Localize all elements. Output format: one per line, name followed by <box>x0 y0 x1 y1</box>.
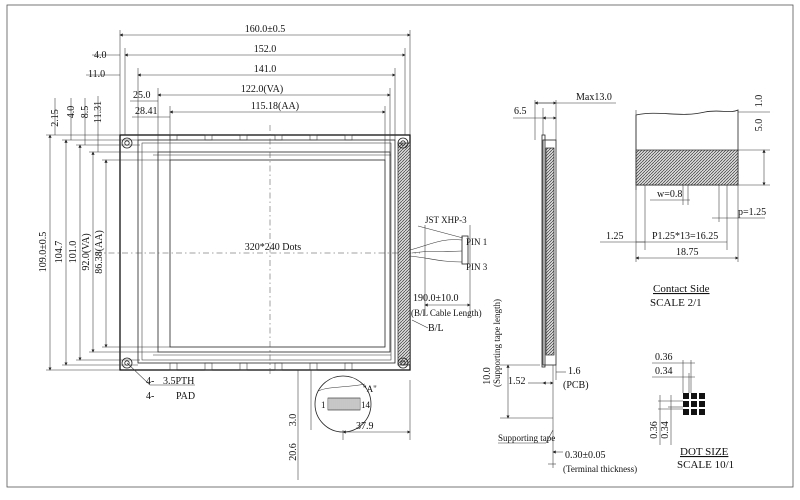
hole-leader <box>126 362 151 386</box>
mounting-hole <box>121 137 133 149</box>
top-tabs <box>169 134 353 141</box>
dot-scale: SCALE 10/1 <box>677 459 734 471</box>
contact-dim-10: 1.0 <box>754 95 765 108</box>
left-dimensions: 109.0±0.5 104.7 101.0 92.0(VA) 86.38(AA)… <box>38 96 170 371</box>
dim-aa-width: 115.18(AA) <box>251 101 299 112</box>
dim-101: 101.0 <box>68 241 79 264</box>
side-tape: Supporting tape <box>498 433 555 443</box>
contact-w: w=0.8 <box>657 189 682 200</box>
contact-dim-50: 5.0 <box>754 119 765 132</box>
dim-379: 37.9 <box>356 421 374 432</box>
side-max-thickness: Max13.0 <box>576 92 612 103</box>
dim-1047: 104.7 <box>54 241 65 264</box>
side-view: Max13.0 6.5 1.6 (PCB) 1.52 10.0 (Support… <box>482 92 637 474</box>
viewing-area <box>157 151 391 353</box>
dot-title: DOT SIZE <box>680 446 729 458</box>
contact-pitch: P1.25*13=16.25 <box>652 231 718 242</box>
backlight-strip <box>397 142 411 366</box>
page-frame <box>6 4 794 488</box>
side-dim-100: 10.0 <box>482 367 493 385</box>
front-view: 320*240 Dots 160.0±0.5 152.0 4.0 141.0 1… <box>38 24 488 480</box>
contact-side-detail: 5.0 1.0 w=0.8 p=1.25 1.25 P1.25*13=16.25… <box>600 95 770 309</box>
mounting-hole <box>397 357 409 369</box>
backlight-cable <box>409 225 471 315</box>
dim-overall-height: 109.0±0.5 <box>38 232 49 273</box>
cable-caption: (B/L Cable Length) <box>411 308 482 318</box>
contact-total: 18.75 <box>676 247 699 258</box>
contact-fingers <box>635 149 739 186</box>
dim-152: 152.0 <box>254 44 277 55</box>
top-dimensions: 160.0±0.5 152.0 4.0 141.0 11.0 122.0(VA)… <box>86 24 411 160</box>
side-dim-65: 6.5 <box>514 106 527 117</box>
dot-h1: 0.36 <box>649 421 660 439</box>
dim-40: 4.0 <box>66 106 77 119</box>
mounting-hole <box>397 137 409 149</box>
side-pcb: (PCB) <box>563 380 589 391</box>
active-area <box>169 159 386 348</box>
detail-pin-1: 1 <box>321 400 326 410</box>
side-tape-length: (Supporting tape length) <box>492 299 502 387</box>
dot-w1: 0.36 <box>655 352 673 363</box>
dim-overall-width: 160.0±0.5 <box>245 24 286 35</box>
dim-va-width: 122.0(VA) <box>241 84 283 95</box>
connector-body <box>461 235 469 265</box>
bottom-dimensions <box>297 370 411 480</box>
dim-2841: 28.41 <box>135 106 158 117</box>
side-terminal: 0.30±0.05 <box>565 450 606 461</box>
dot-w2: 0.34 <box>655 366 673 377</box>
bezel-outline <box>137 139 396 364</box>
hole-spec-2: PAD <box>176 391 195 402</box>
hole-qty-2: 4- <box>146 391 154 402</box>
connector-label: JST XHP-3 <box>425 215 467 225</box>
dim-141: 141.0 <box>254 64 277 75</box>
dim-85: 8.5 <box>80 106 91 119</box>
hole-spec-1: 3.5PTH <box>163 376 194 387</box>
dot-h2: 0.34 <box>660 421 671 439</box>
dim-25: 25.0 <box>133 90 151 101</box>
dim-30: 3.0 <box>288 414 299 427</box>
dim-va-height: 92.0(VA) <box>81 233 92 270</box>
detail-pin-14: 14 <box>361 400 371 410</box>
dim-206: 20.6 <box>288 443 299 461</box>
center-label: 320*240 Dots <box>245 242 302 253</box>
side-dim-152: 1.52 <box>508 376 526 387</box>
contact-p: p=1.25 <box>738 207 766 218</box>
hole-qty-1: 4- <box>146 376 154 387</box>
pin3-label: PIN 3 <box>466 262 488 272</box>
dim-4: 4.0 <box>94 50 107 61</box>
side-dim-16: 1.6 <box>568 366 581 377</box>
dim-215: 2.15 <box>50 109 61 127</box>
contact-title: Contact Side <box>653 283 710 295</box>
bottom-tabs <box>169 362 353 371</box>
bezel-inner <box>141 142 392 361</box>
contact-dim-125: 1.25 <box>606 231 624 242</box>
dot-grid <box>683 393 705 415</box>
pin1-label: PIN 1 <box>466 237 487 247</box>
side-body <box>542 139 557 366</box>
bl-label: B/L <box>428 323 444 334</box>
dim-11: 11.0 <box>88 69 105 80</box>
side-lcd-glass <box>545 147 555 356</box>
contact-scale: SCALE 2/1 <box>650 297 702 309</box>
dim-aa-height: 86.38(AA) <box>94 230 105 274</box>
dot-size-detail: 0.36 0.34 0.36 0.34 DOT SIZE SCALE 10/1 <box>649 352 734 471</box>
cable-length: 190.0±10.0 <box>413 293 459 304</box>
side-terminal-caption: (Terminal thickness) <box>563 464 637 474</box>
detail-a <box>314 375 372 433</box>
detail-a-label: "A" <box>363 384 377 394</box>
dim-1131: 11.31 <box>93 101 104 123</box>
